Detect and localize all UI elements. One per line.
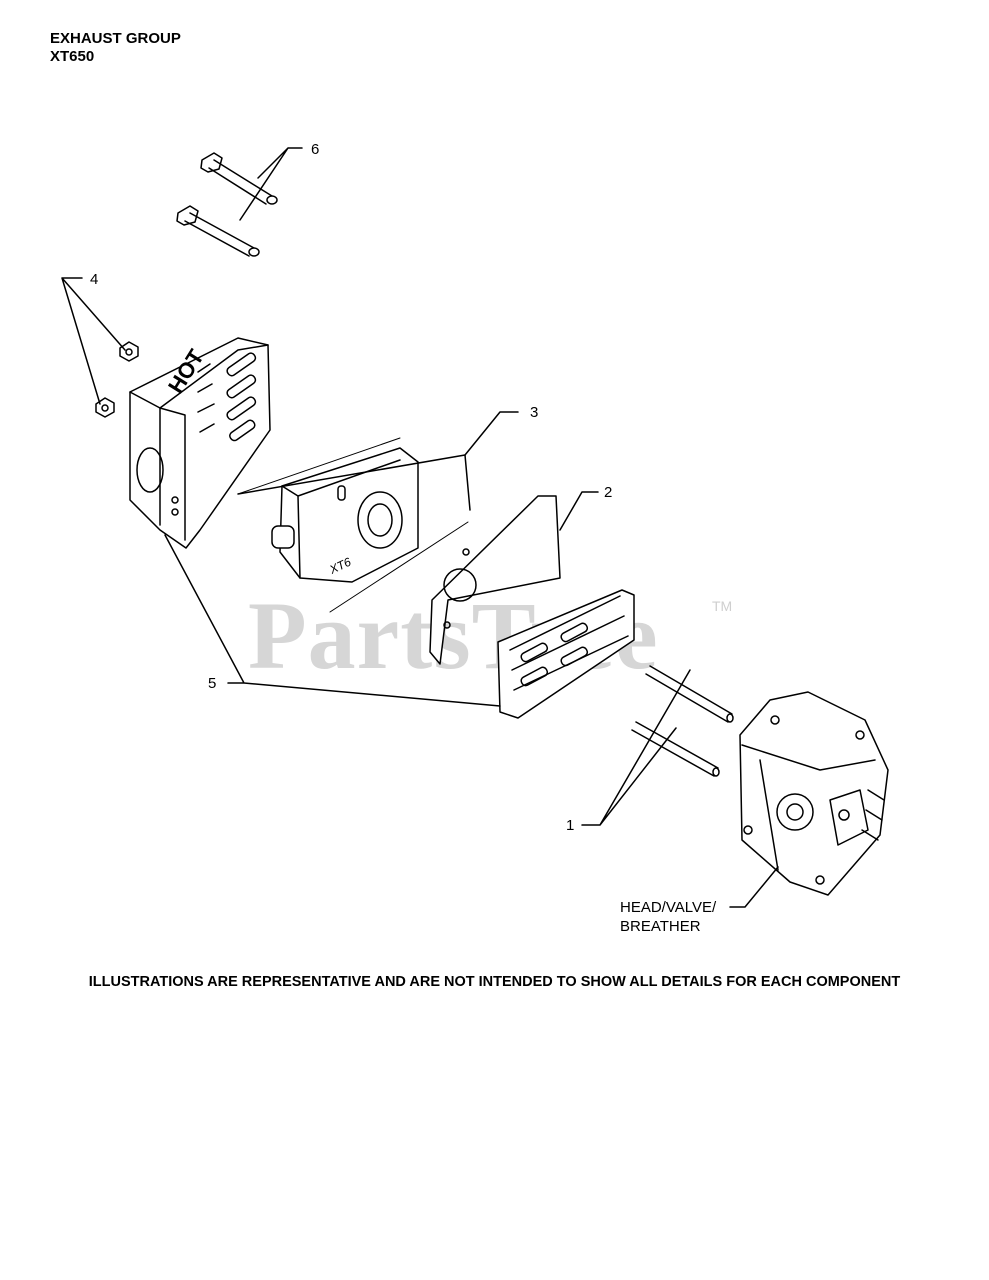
part-6-bolts [176,152,278,257]
callout-1: 1 [566,817,575,834]
head-label-line2: BREATHER [620,918,701,935]
callout-3: 3 [530,404,539,421]
head-label-line1: HEAD/VALVE/ [620,899,717,916]
watermark-tm: TM [712,598,733,614]
disclaimer: ILLUSTRATIONS ARE REPRESENTATIVE AND ARE… [88,974,901,990]
page-title: EXHAUST GROUP [50,30,181,47]
model-number: XT650 [50,48,95,65]
callout-4: 4 [90,271,99,288]
head-valve-breather-label: HEAD/VALVE/ BREATHER [620,898,716,936]
callout-5: 5 [208,675,217,692]
part-1-pins [631,665,734,777]
leader-lines [61,147,779,908]
part-3-muffler: XT6 [237,437,469,613]
part-2-gasket [429,495,561,665]
callout-2: 2 [604,484,613,501]
callout-6: 6 [311,141,320,158]
engine-head [739,691,889,896]
part-5-heat-shield: HOT [129,337,635,719]
part-4-nuts [95,341,139,418]
